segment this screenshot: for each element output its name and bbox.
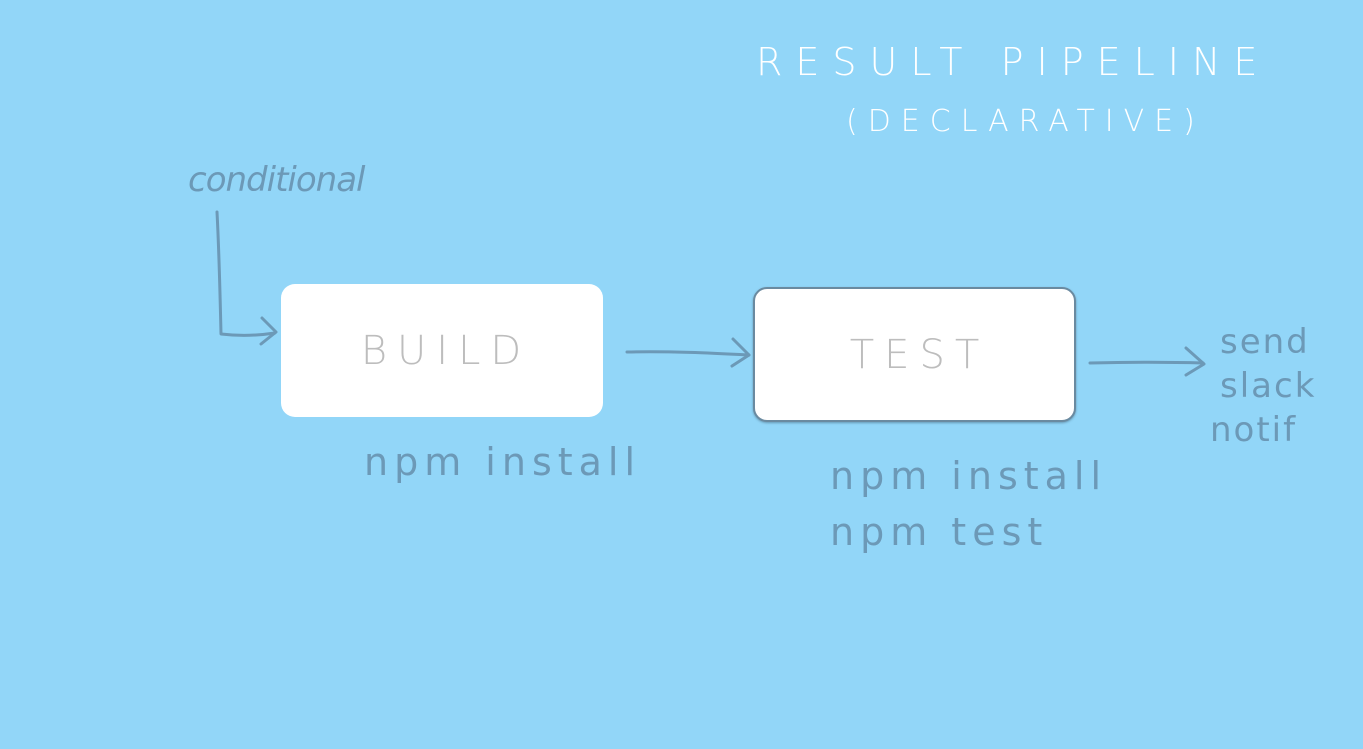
test-command-install: npm install (830, 454, 1108, 498)
build-command: npm install (364, 440, 642, 484)
trigger-arrow-head (259, 316, 278, 346)
test-commands: npm install npm test (830, 448, 1107, 560)
build-stage-label: BUILD (360, 327, 532, 374)
build-commands: npm install (364, 440, 641, 484)
diagram-subtitle: (DECLARATIVE) (846, 104, 1205, 139)
build-stage-box: BUILD (281, 284, 603, 417)
test-to-notif-arrow-head (1184, 346, 1206, 377)
test-stage-box: TEST (753, 287, 1076, 422)
post-action-line: notif (1210, 410, 1298, 450)
post-action-line: send (1220, 322, 1310, 362)
test-stage-label: TEST (849, 331, 990, 378)
build-to-test-arrow (625, 350, 751, 357)
build-to-test-arrow-head (730, 337, 751, 368)
post-action-note: send slack notif (1210, 320, 1316, 452)
diagram-title: RESULT PIPELINE (756, 40, 1271, 84)
trigger-note: conditional (188, 160, 365, 200)
test-to-notif-arrow (1088, 360, 1205, 365)
trigger-arrow (215, 210, 277, 337)
post-action-line: slack (1220, 366, 1317, 406)
test-command-test: npm test (830, 510, 1049, 554)
